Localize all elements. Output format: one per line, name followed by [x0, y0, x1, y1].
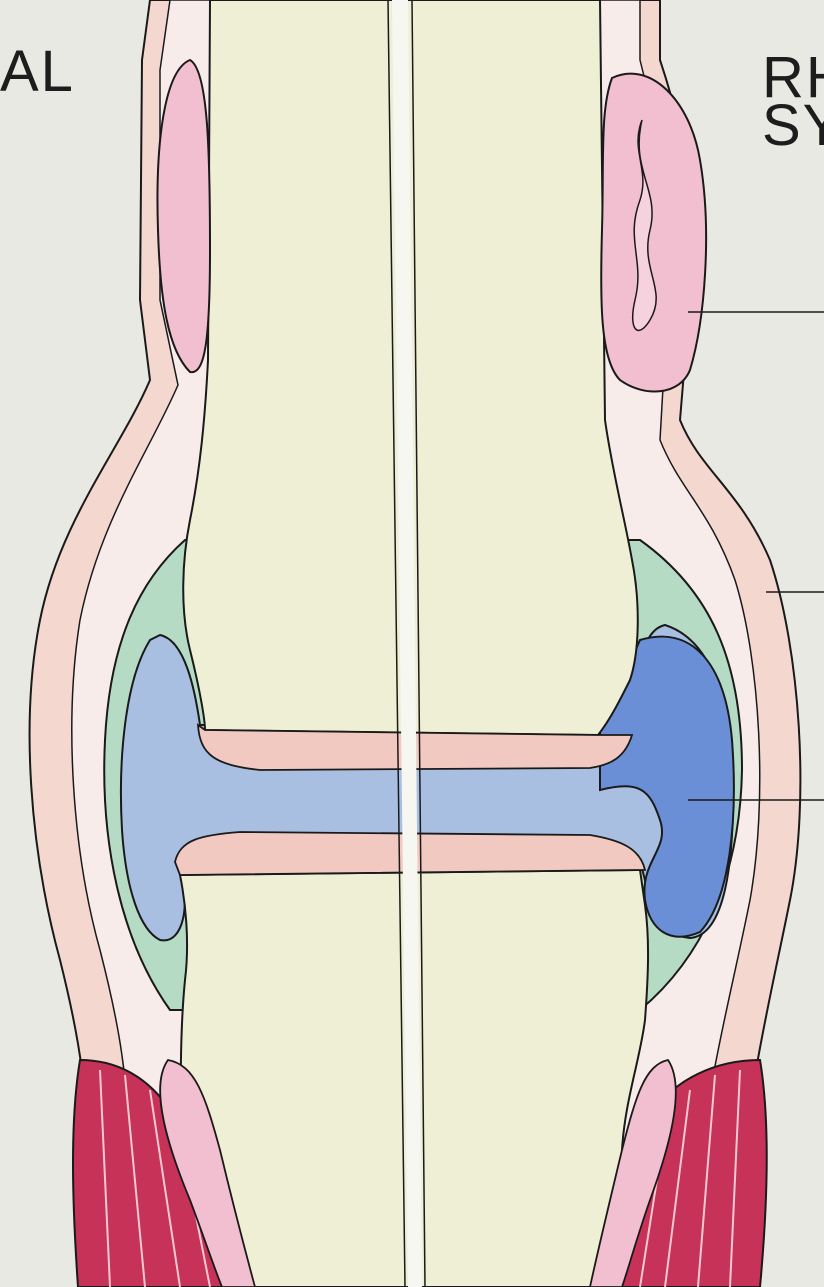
right-heading-line2: SY — [762, 100, 824, 152]
left-heading-fragment: AL — [0, 46, 75, 98]
